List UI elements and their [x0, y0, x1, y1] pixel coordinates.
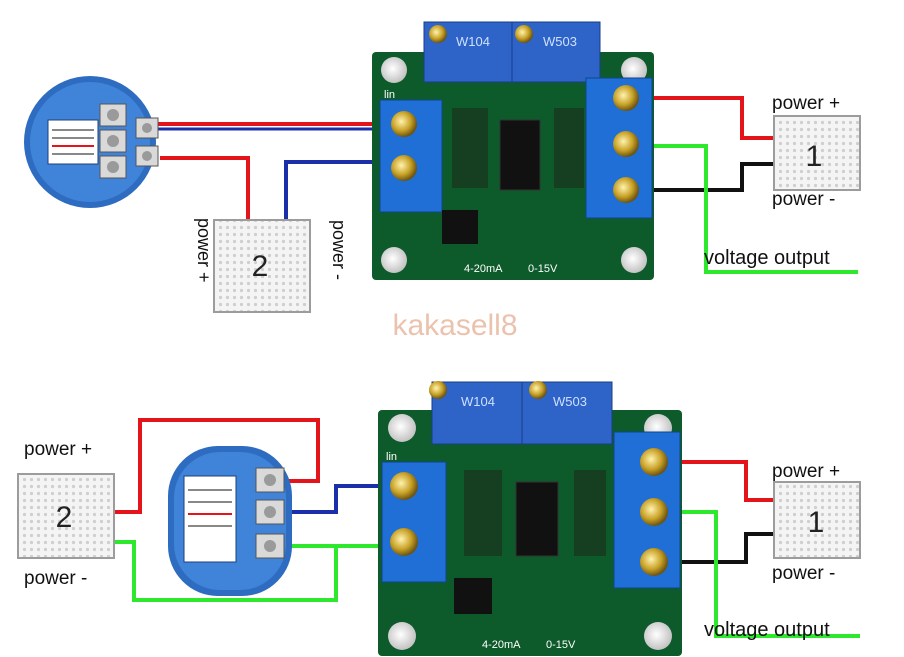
wire-supply2-green-loop	[112, 540, 338, 602]
output-range-label: 0-15V	[546, 639, 576, 651]
bottom-wires	[112, 418, 860, 638]
temperature-transmitter	[168, 446, 292, 596]
wire-sensor-red-to-supply2	[160, 156, 250, 222]
power-supply-1: 1 power + power - voltage output	[704, 461, 861, 641]
trimmer-left-label: W104	[461, 394, 495, 409]
wire-module-black-to-supply1	[658, 532, 778, 564]
supply2-number: 2	[56, 501, 73, 534]
power-supply-2: 2 power + power -	[194, 218, 349, 313]
supply1-minus-label: power -	[772, 563, 835, 584]
top-wires	[158, 96, 858, 274]
wire-module-black-to-supply1	[640, 162, 778, 192]
wire-supply2-red-loop	[112, 418, 320, 514]
temperature-transmitter	[24, 76, 159, 208]
input-pin-label: lin	[386, 451, 397, 463]
power-supply-1: 1 power + power - voltage output	[704, 93, 861, 269]
output-range-label: 0-15V	[528, 263, 558, 275]
range-label: 4-20mA	[464, 263, 503, 275]
supply1-plus-label: power +	[772, 93, 840, 114]
wire-sensor-blue-to-module	[278, 484, 392, 514]
wire-module-green-output	[658, 510, 860, 638]
supply1-minus-label: power -	[772, 189, 835, 210]
watermark-text: kakasell8	[392, 309, 517, 342]
supply2-minus-label: power -	[329, 220, 349, 280]
supply2-plus-label: power +	[194, 218, 214, 283]
converter-module: W104 W503 lin 4-20mA 0-15V	[378, 381, 682, 656]
input-pin-label: lin	[384, 89, 395, 101]
converter-module: W104 W503 lin 4-20mA 0-15V	[372, 21, 654, 280]
bottom-diagram: 2 power + power -	[17, 381, 861, 656]
top-diagram: 2 power + power - W104 W503 lin	[24, 21, 861, 313]
trimmer-right-label: W503	[553, 394, 587, 409]
power-supply-2: 2 power + power -	[17, 439, 115, 589]
supply1-number: 1	[808, 506, 825, 539]
supply2-plus-label: power +	[24, 439, 92, 460]
wire-module-red-to-supply1	[640, 96, 778, 140]
trimmer-right-label: W503	[543, 34, 577, 49]
supply1-plus-label: power +	[772, 461, 840, 482]
supply2-number: 2	[252, 250, 269, 283]
supply1-number: 1	[806, 140, 823, 173]
trimmer-left-label: W104	[456, 34, 490, 49]
wire-module-blue-to-supply2	[284, 160, 390, 222]
voltage-output-label: voltage output	[704, 247, 830, 269]
voltage-output-label: voltage output	[704, 619, 830, 641]
range-label: 4-20mA	[482, 639, 521, 651]
wire-module-green-output	[640, 144, 858, 274]
wire-module-red-to-supply1	[658, 460, 778, 502]
supply2-minus-label: power -	[24, 568, 87, 589]
